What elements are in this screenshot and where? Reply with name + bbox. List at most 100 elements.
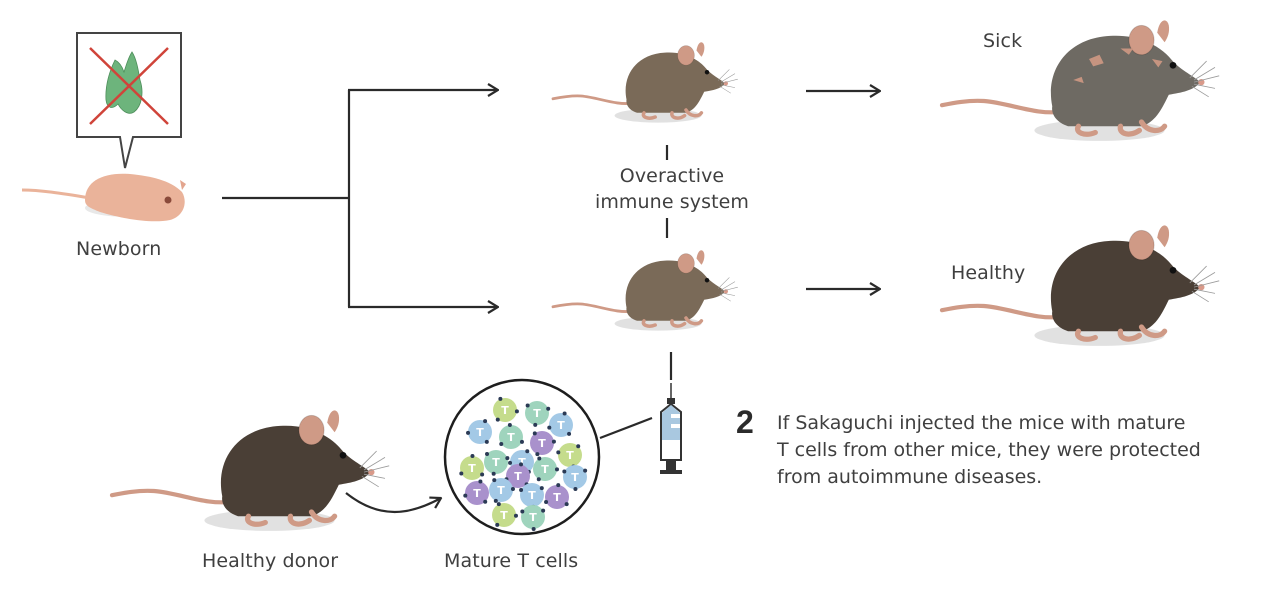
step-line-1: If Sakaguchi injected the mice with matu… bbox=[777, 412, 1186, 434]
receptor-dot bbox=[459, 471, 464, 476]
receptor-dot bbox=[463, 493, 468, 498]
t-cell: T bbox=[533, 456, 559, 482]
label-healthy: Healthy bbox=[951, 262, 1026, 284]
receptor-dot bbox=[498, 396, 503, 401]
receptor-dot bbox=[470, 454, 475, 459]
receptor-dot bbox=[484, 439, 489, 444]
syringe-connector bbox=[599, 416, 653, 440]
syringe-icon bbox=[660, 383, 682, 474]
t-cell-letter: T bbox=[497, 484, 505, 497]
healthy-mouse bbox=[942, 225, 1219, 345]
receptor-dot bbox=[483, 499, 488, 504]
receptor-dot bbox=[564, 502, 569, 507]
t-cell: T bbox=[484, 450, 510, 476]
t-cell-letter: T bbox=[518, 456, 526, 469]
receptor-dot bbox=[546, 406, 551, 411]
t-cell-letter: T bbox=[538, 437, 546, 450]
receptor-dot bbox=[493, 498, 498, 503]
receptor-dot bbox=[544, 499, 549, 504]
t-cell-letter: T bbox=[501, 404, 509, 417]
receptor-dot bbox=[491, 471, 496, 476]
receptor-dot bbox=[562, 411, 567, 416]
receptor-dot bbox=[507, 423, 512, 428]
receptor-dot bbox=[520, 509, 525, 514]
receptor-dot bbox=[532, 431, 537, 436]
receptor-dot bbox=[492, 478, 497, 483]
t-cell-letter: T bbox=[468, 462, 476, 475]
receptor-dot bbox=[499, 442, 504, 447]
thymus-removed-callout bbox=[76, 32, 182, 169]
t-cell: T bbox=[562, 465, 588, 491]
receptor-dot bbox=[495, 522, 500, 527]
receptor-dot bbox=[519, 439, 524, 444]
receptor-dot bbox=[478, 479, 483, 484]
t-cell-letter: T bbox=[553, 491, 561, 504]
receptor-dot bbox=[583, 468, 588, 473]
thymectomized-mouse-top bbox=[551, 40, 740, 125]
t-cell: T bbox=[499, 423, 524, 449]
receptor-dot bbox=[519, 462, 524, 467]
label-mature-t-cells: Mature T cells bbox=[444, 550, 579, 572]
label-newborn: Newborn bbox=[76, 238, 162, 260]
receptor-dot bbox=[562, 469, 567, 474]
receptor-dot bbox=[525, 449, 530, 454]
receptor-dot bbox=[496, 502, 501, 507]
t-cell: T bbox=[547, 411, 573, 437]
t-cell: T bbox=[463, 479, 489, 505]
receptor-dot bbox=[556, 483, 561, 488]
label-overactive-immune-system: Overactive immune system bbox=[587, 163, 757, 215]
receptor-dot bbox=[533, 422, 538, 427]
t-cell: T bbox=[466, 419, 492, 444]
cross-icon bbox=[89, 47, 169, 125]
t-cell: T bbox=[492, 502, 518, 527]
t-cell: T bbox=[493, 396, 519, 422]
branch-connector bbox=[222, 90, 880, 513]
receptor-dot bbox=[535, 452, 540, 457]
receptor-dot bbox=[547, 425, 552, 430]
t-cell-letter: T bbox=[529, 511, 537, 524]
step-number: 2 bbox=[736, 404, 754, 440]
receptor-dot bbox=[531, 526, 536, 531]
label-overactive-line2: immune system bbox=[594, 191, 750, 213]
receptor-dot bbox=[514, 409, 519, 414]
label-overactive-line1: Overactive bbox=[619, 165, 725, 187]
t-cell-letter: T bbox=[476, 426, 484, 439]
t-cell-letter: T bbox=[533, 407, 541, 420]
receptor-dot bbox=[480, 472, 485, 477]
receptor-dot bbox=[510, 487, 515, 492]
receptor-dot bbox=[539, 486, 544, 491]
t-cell-letter: T bbox=[492, 456, 500, 469]
receptor-dot bbox=[576, 444, 581, 449]
step-line-2: T cells from other mice, they were prote… bbox=[777, 439, 1201, 461]
receptor-dot bbox=[508, 460, 513, 465]
label-healthy-donor: Healthy donor bbox=[202, 550, 339, 572]
thymectomized-mouse-bottom bbox=[551, 248, 740, 333]
step-line-3: from autoimmune diseases. bbox=[777, 466, 1043, 488]
receptor-dot bbox=[573, 486, 578, 491]
receptor-dot bbox=[483, 419, 488, 424]
receptor-dot bbox=[567, 431, 572, 436]
t-cell-letter: T bbox=[541, 463, 549, 476]
sick-mouse bbox=[942, 20, 1219, 140]
arrow-donor-to-tcells bbox=[345, 492, 441, 513]
t-cell: T bbox=[520, 505, 546, 531]
receptor-dot bbox=[519, 488, 524, 493]
t-cell-letter: T bbox=[528, 489, 536, 502]
t-cell: T bbox=[530, 431, 556, 457]
receptor-dot bbox=[466, 430, 471, 435]
receptor-dot bbox=[505, 456, 510, 461]
receptor-dot bbox=[525, 403, 530, 408]
receptor-dot bbox=[536, 477, 541, 482]
t-cell: T bbox=[525, 401, 551, 427]
t-cell-letter: T bbox=[557, 419, 565, 432]
t-cell: T bbox=[489, 478, 515, 503]
t-cell-letter: T bbox=[473, 487, 481, 500]
t-cell-letter: T bbox=[507, 431, 515, 444]
newborn-mouse-illustration bbox=[21, 173, 186, 222]
healthy-donor-mouse bbox=[112, 410, 389, 530]
receptor-dot bbox=[551, 439, 556, 444]
t-cell-letter: T bbox=[500, 509, 508, 522]
